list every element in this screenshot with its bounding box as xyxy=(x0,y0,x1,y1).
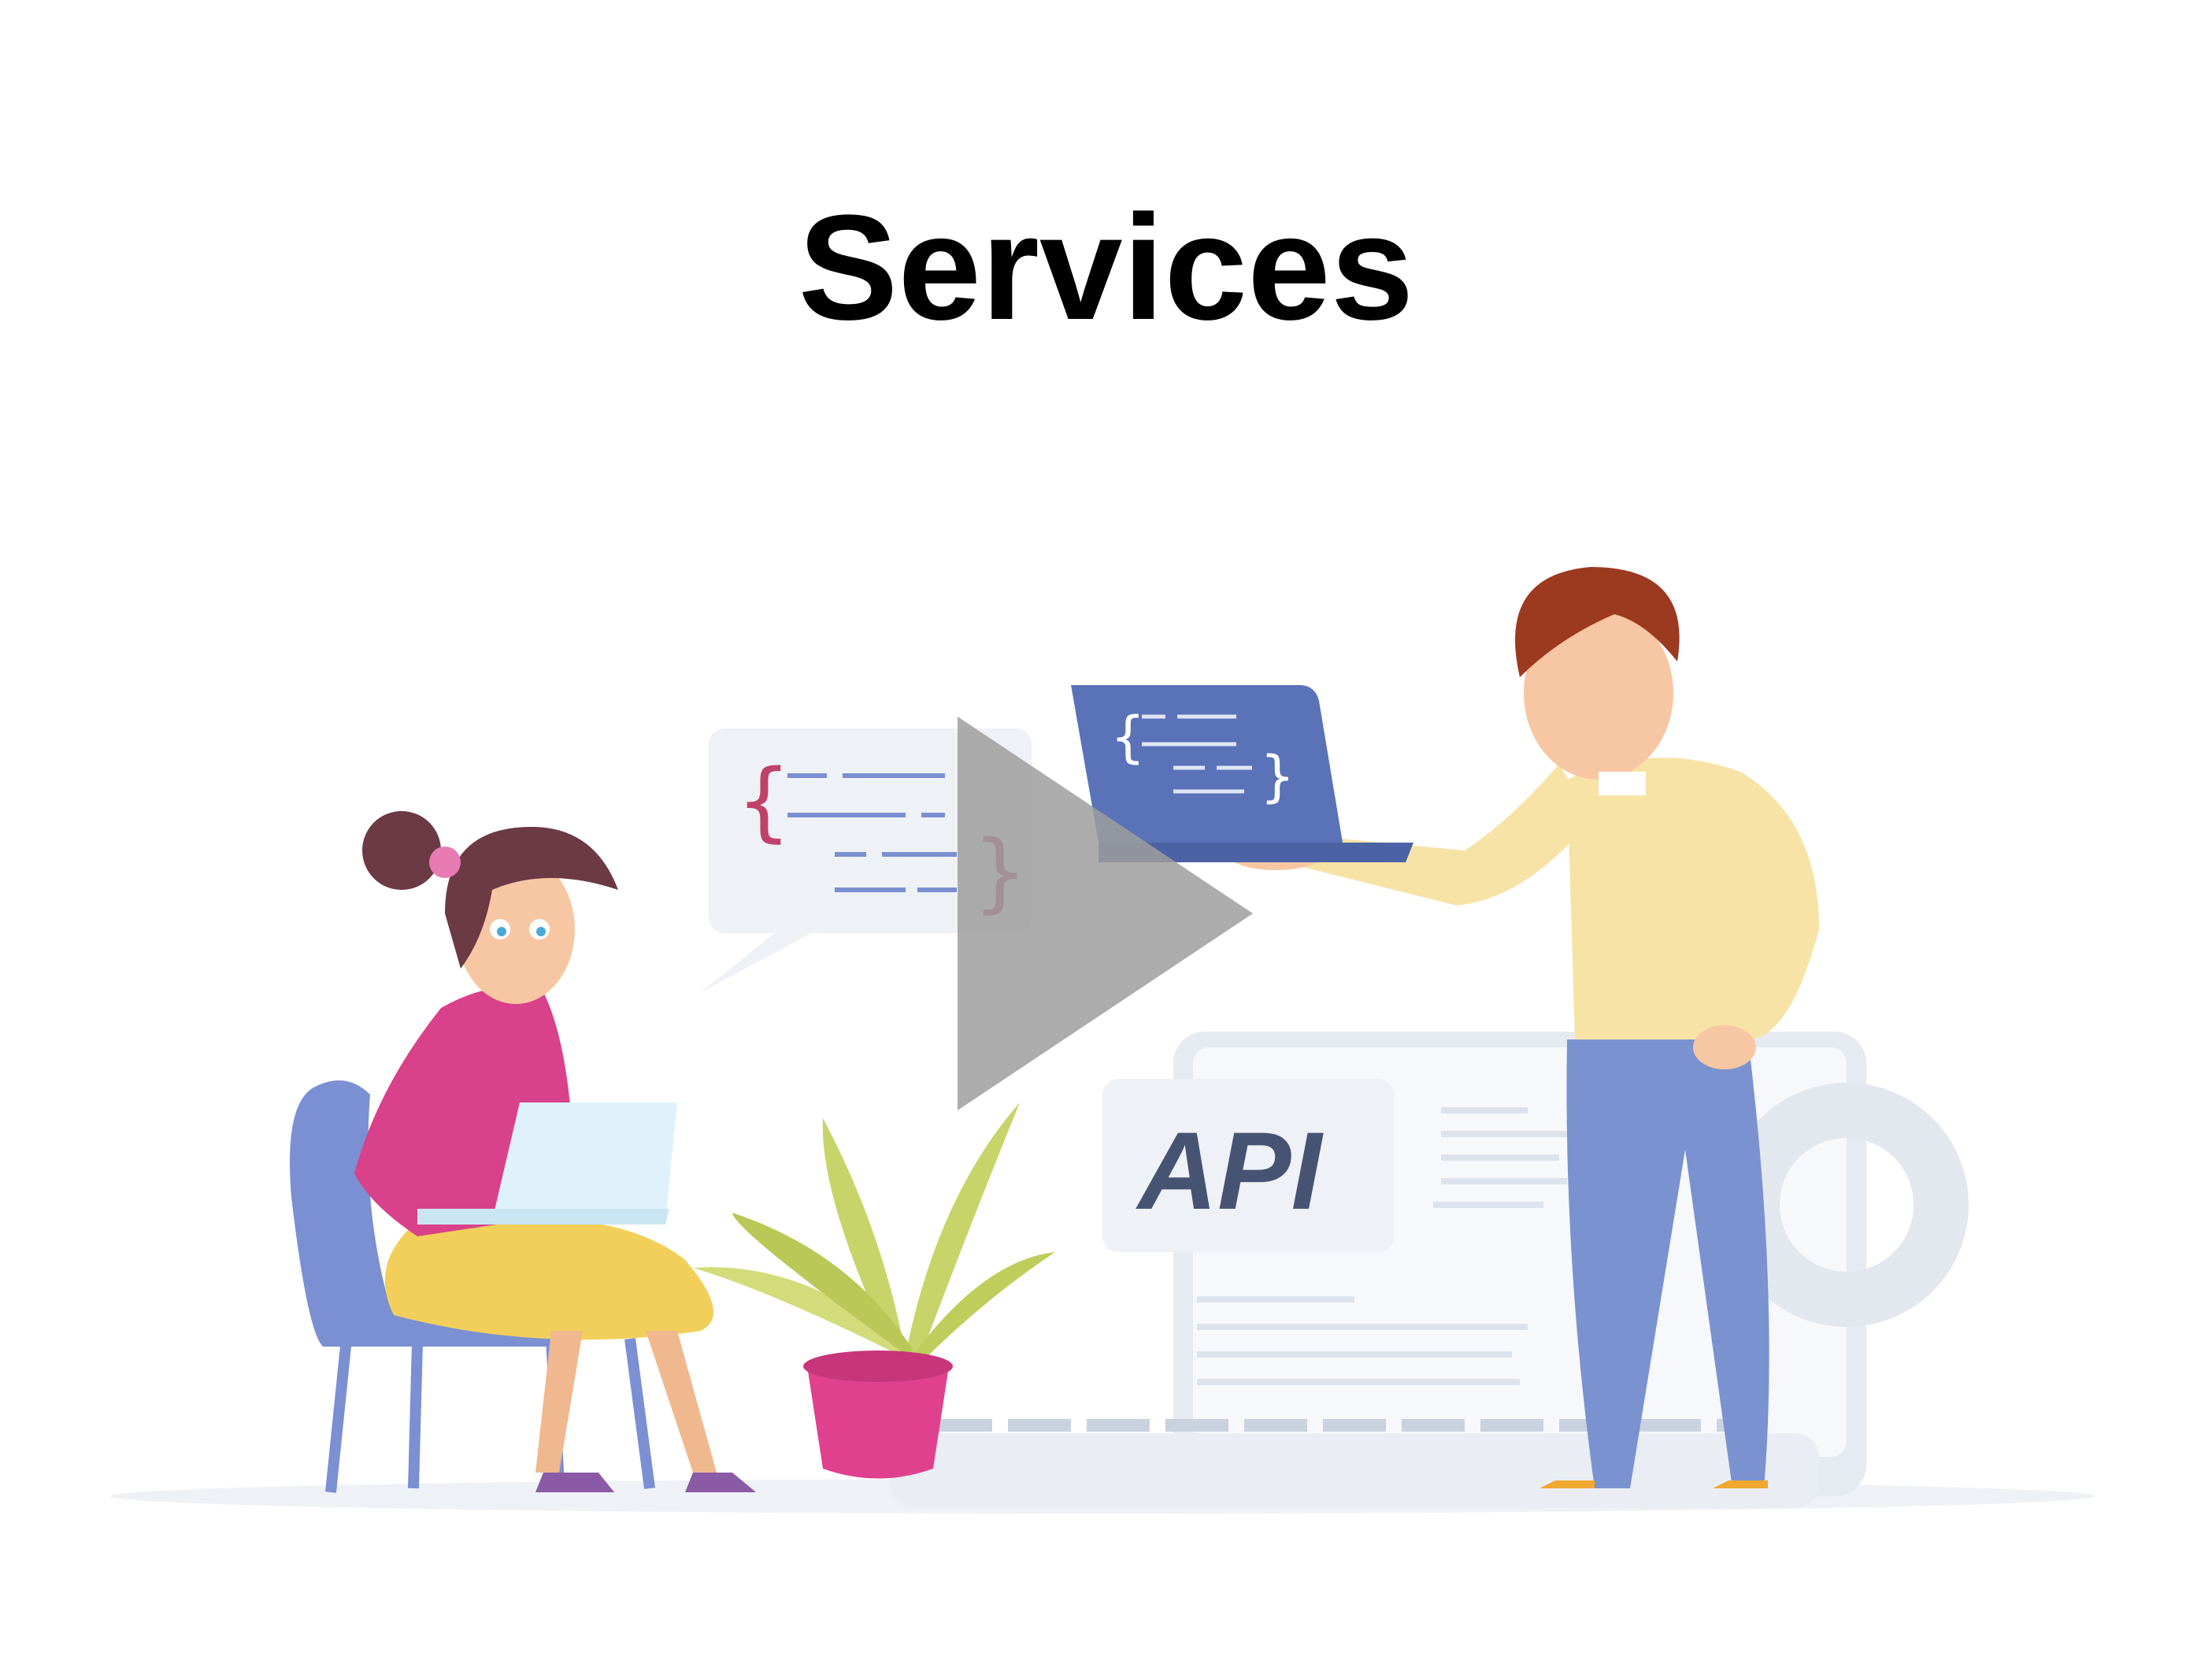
man-illustration: { } xyxy=(1071,567,1819,1488)
svg-text:{: { xyxy=(1110,705,1146,769)
api-screen-illustration: API xyxy=(890,1032,1969,1508)
svg-text:{: { xyxy=(736,750,791,851)
plant-illustration xyxy=(693,1102,1055,1479)
api-label: API xyxy=(1136,1109,1324,1232)
play-icon[interactable] xyxy=(958,717,1253,1110)
woman-illustration xyxy=(290,811,756,1493)
svg-text:}: } xyxy=(1260,744,1295,809)
page-title: Services xyxy=(798,184,1414,351)
